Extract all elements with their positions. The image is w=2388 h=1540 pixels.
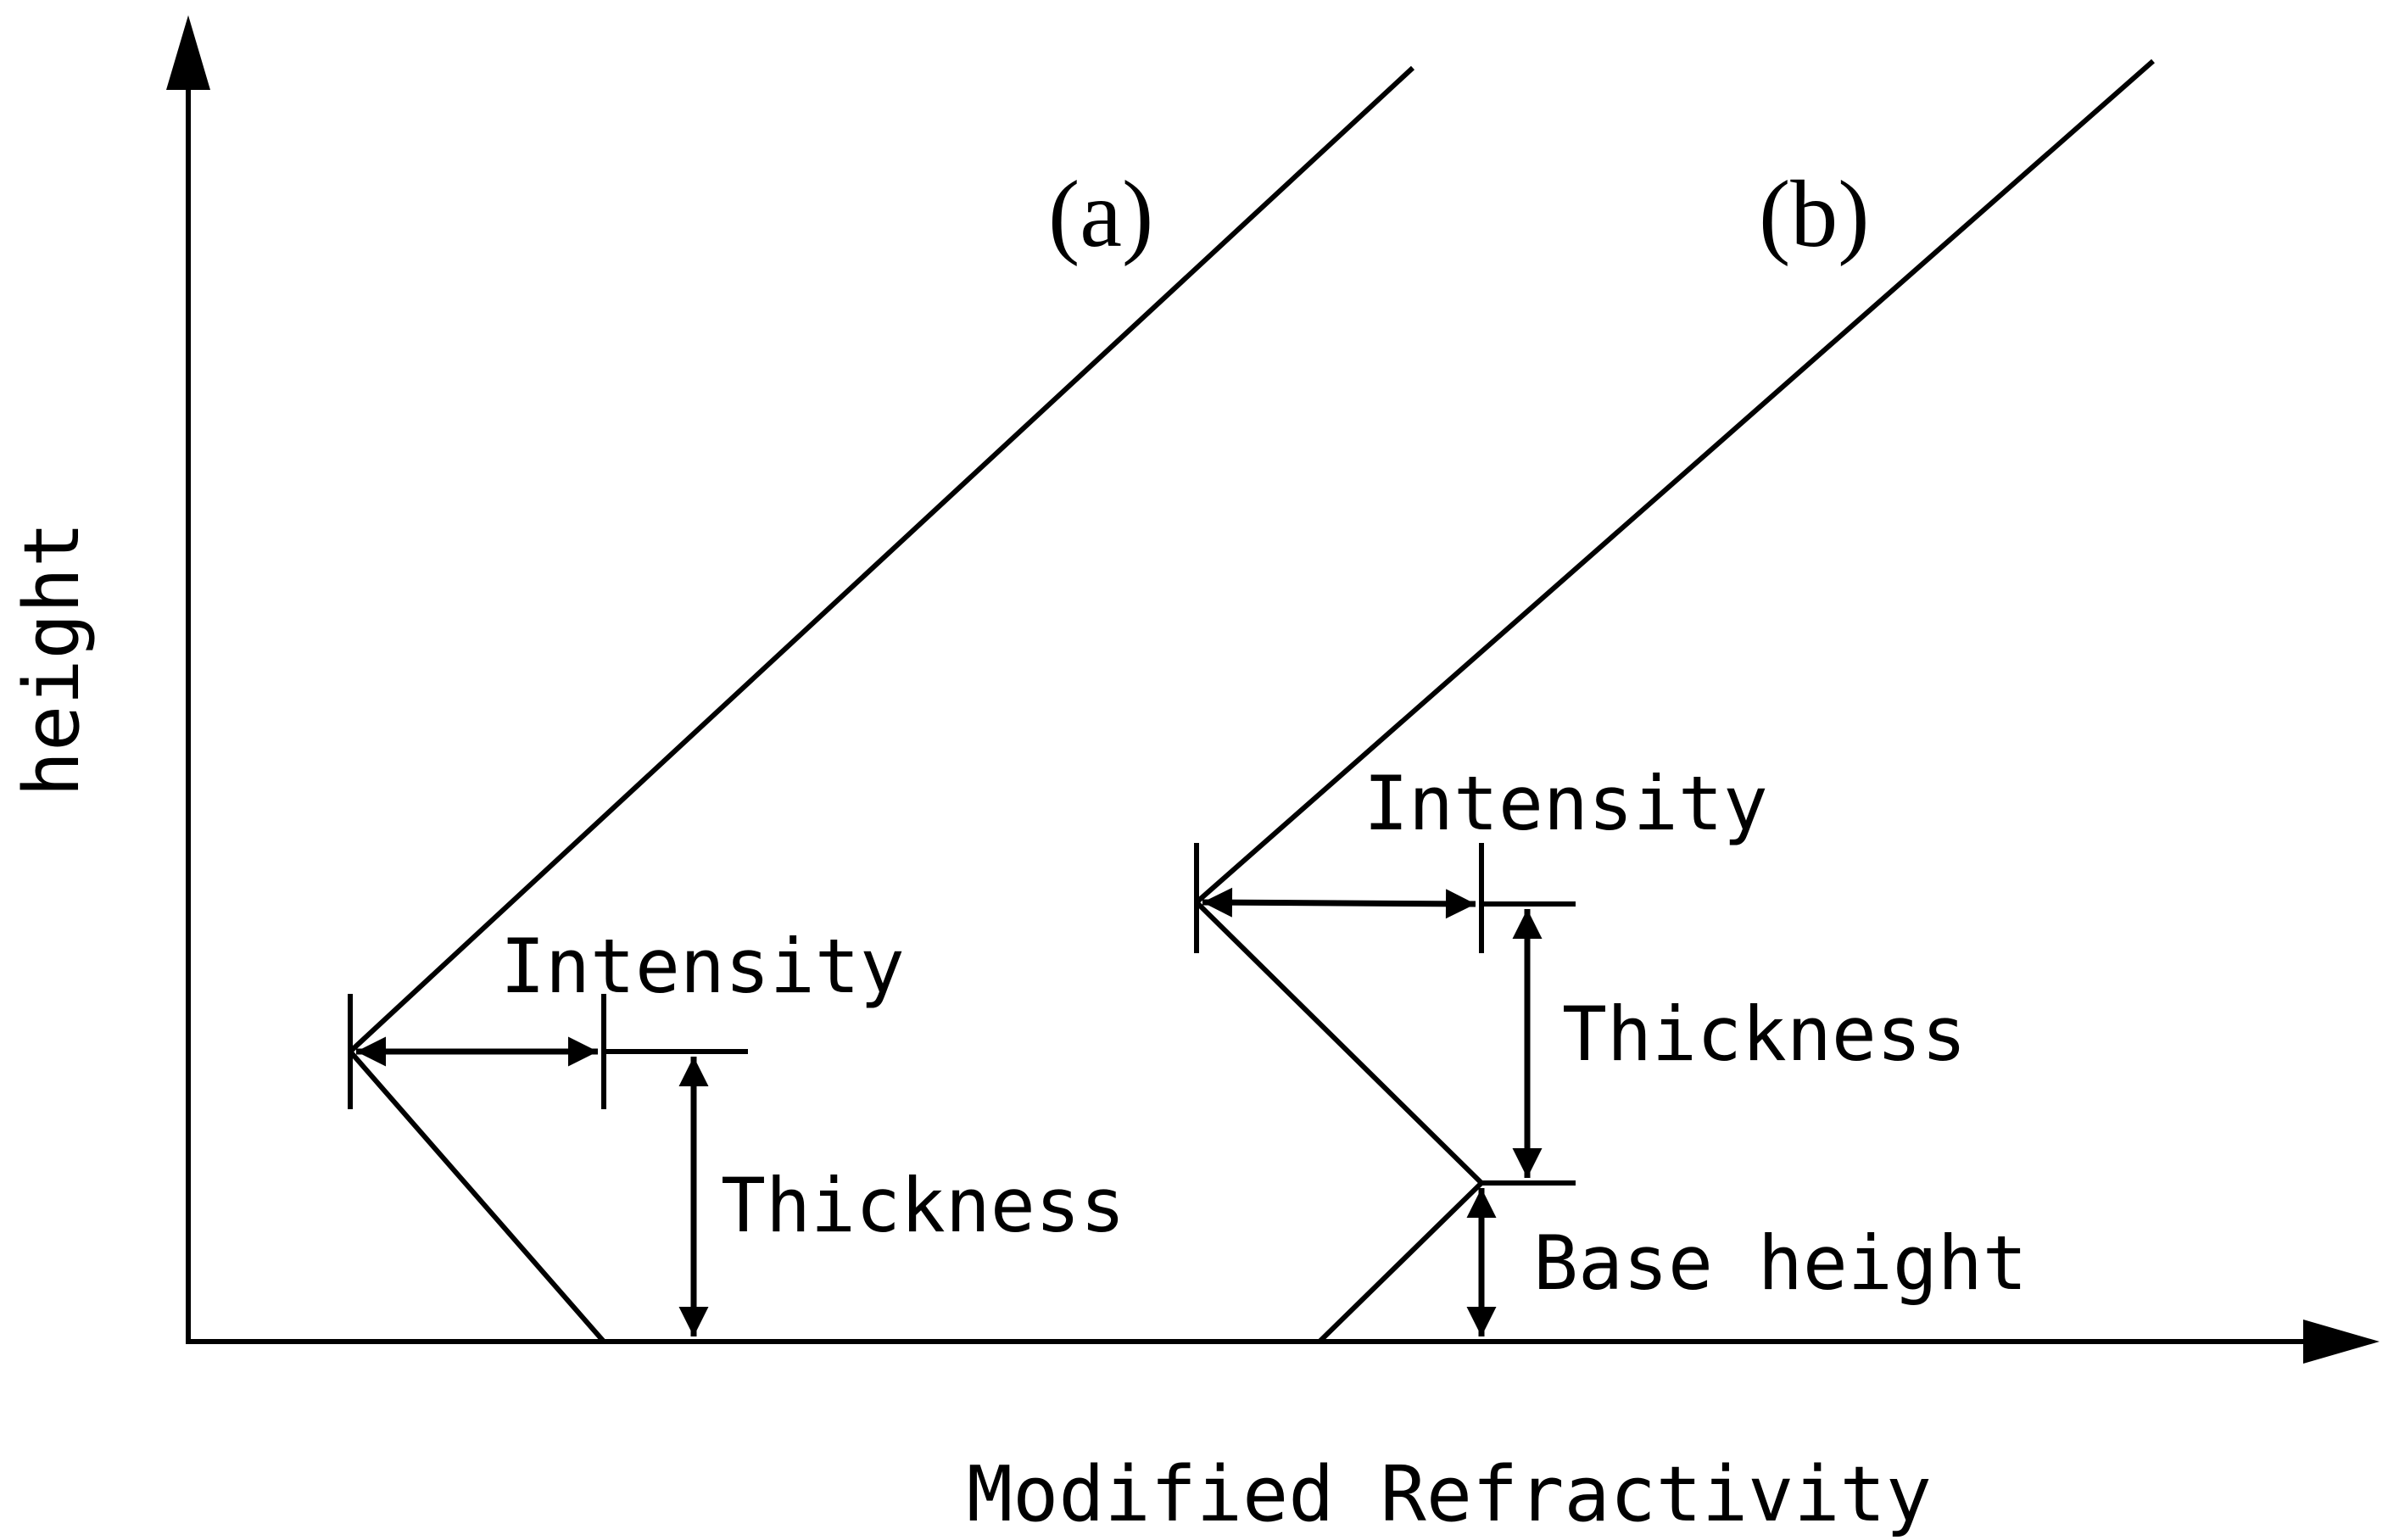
profile-b bbox=[1194, 59, 2155, 1344]
x-axis-label: Modified Refractivity bbox=[967, 1450, 1932, 1539]
panel-a-label: (a) bbox=[1048, 162, 1153, 267]
profile-a-upper-line bbox=[348, 65, 1415, 1054]
profile-b-thickness-label: Thickness bbox=[1562, 990, 1967, 1078]
profile-a bbox=[348, 65, 1415, 1343]
profile-a-lower-line bbox=[348, 1050, 606, 1343]
profile-b-intensity-arrow bbox=[1202, 887, 1476, 919]
y-axis-arrowhead bbox=[166, 15, 210, 90]
profile-b-middle-line bbox=[1194, 900, 1484, 1186]
profile-b-intensity-label: Intensity bbox=[1364, 760, 1768, 847]
profile-b-base-height-label: Base height bbox=[1533, 1219, 2028, 1307]
y-axis-label: height bbox=[8, 522, 97, 797]
axes bbox=[166, 15, 2380, 1364]
profile-a-thickness-label: Thickness bbox=[721, 1162, 1125, 1249]
profile-b-lower-line bbox=[1317, 1180, 1484, 1344]
profile-a-intensity-label: Intensity bbox=[500, 923, 905, 1010]
profile-b-upper-line bbox=[1195, 59, 2155, 905]
panel-b-label: (b) bbox=[1759, 162, 1870, 267]
x-axis-arrowhead bbox=[2303, 1320, 2380, 1364]
